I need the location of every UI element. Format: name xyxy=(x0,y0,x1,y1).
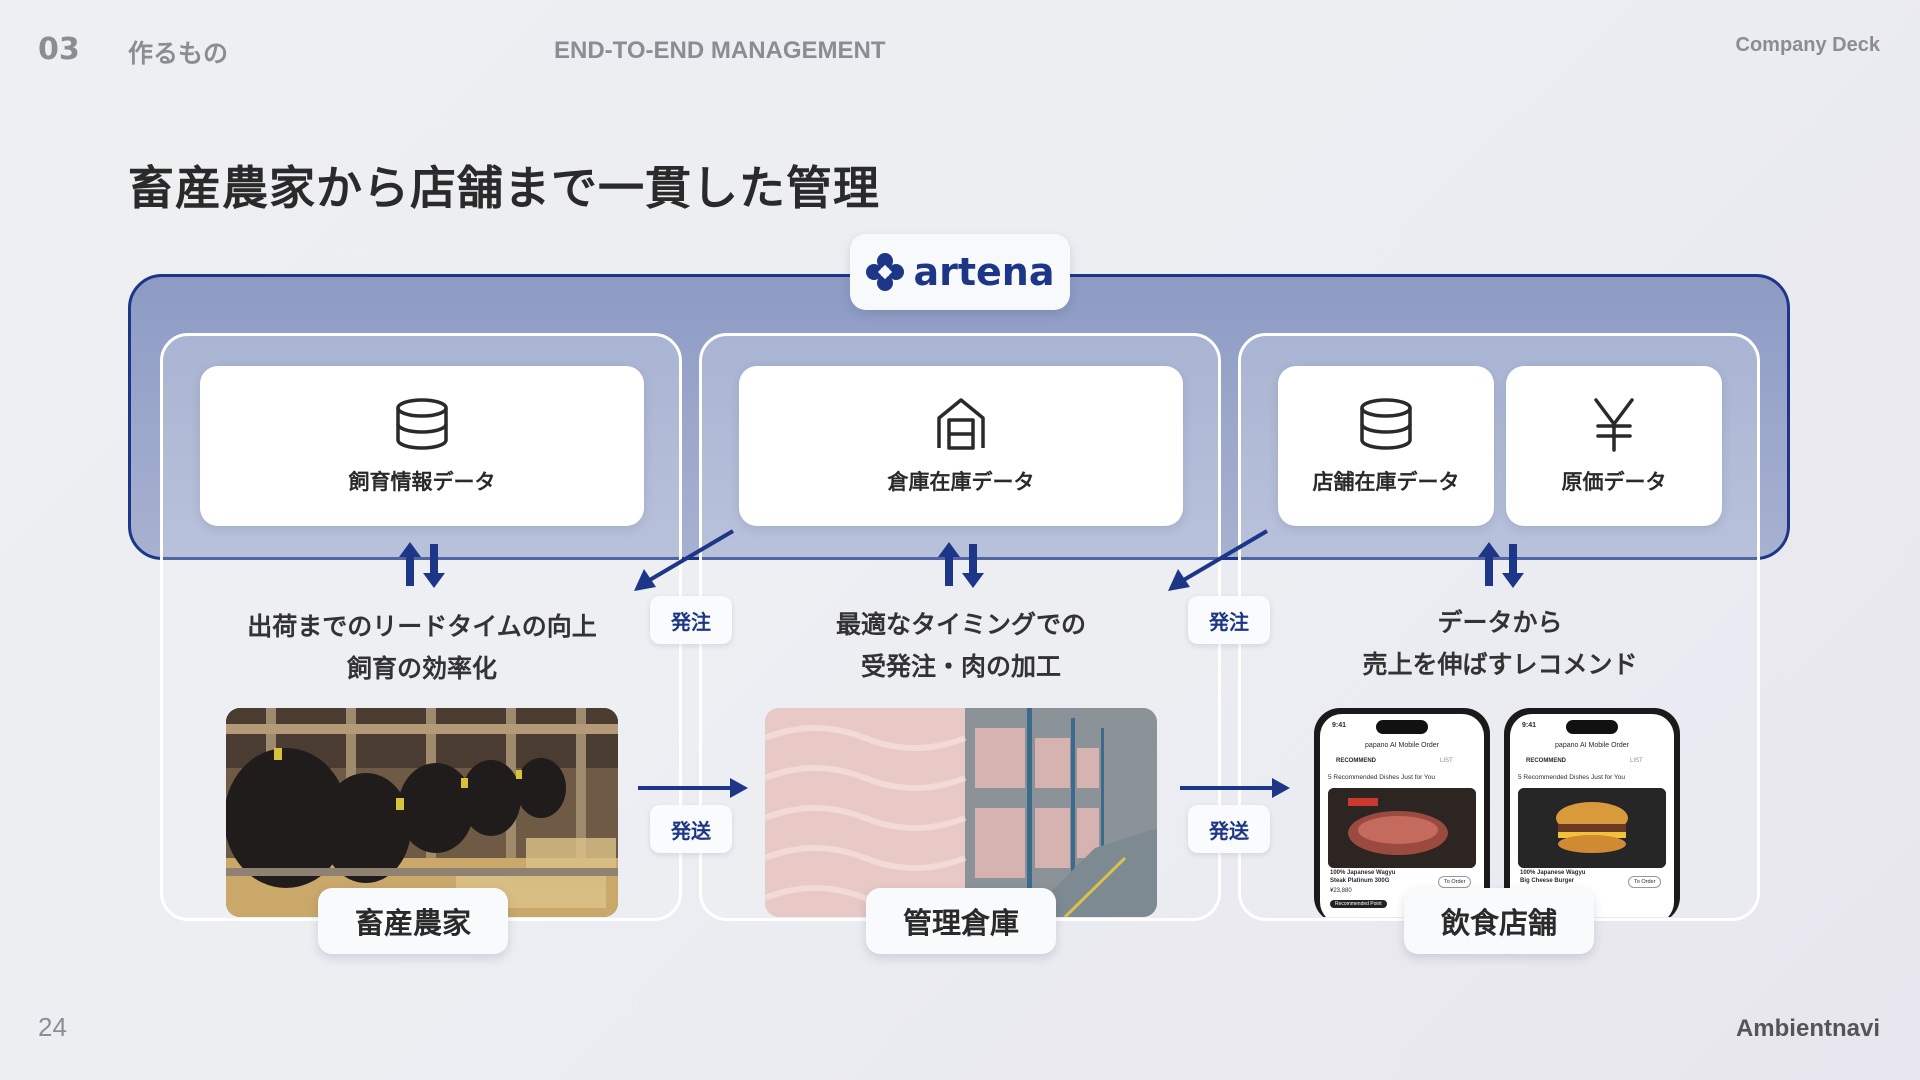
phone-notch xyxy=(1566,720,1618,734)
app-title: papano AI Mobile Order xyxy=(1365,742,1439,749)
artena-mark-icon xyxy=(866,253,905,291)
order-label-pill: 発注 xyxy=(1188,596,1270,644)
sync-arrows-icon xyxy=(399,542,445,588)
section-english-title: END-TO-END MANAGEMENT xyxy=(554,37,886,64)
cattle-farm-photo xyxy=(226,708,618,917)
card-label: 倉庫在庫データ xyxy=(887,470,1035,494)
card-store-inventory-data: 店舗在庫データ xyxy=(1278,366,1494,526)
warehouse-icon xyxy=(937,398,985,450)
tag-restaurant: 飲食店舗 xyxy=(1404,888,1594,954)
to-order-button[interactable]: To Order xyxy=(1438,876,1472,888)
card-cost-data: 原価データ xyxy=(1506,366,1722,526)
dish-name-line2: Big Cheese Burger xyxy=(1520,878,1575,884)
brand-name: Ambientnavi xyxy=(1735,1015,1880,1042)
warehouse-photo xyxy=(765,708,1157,917)
card-warehouse-data: 倉庫在庫データ xyxy=(739,366,1183,526)
card-label: 飼育情報データ xyxy=(348,470,496,494)
card-label: 原価データ xyxy=(1561,470,1667,494)
section-name: 作るもの xyxy=(128,39,229,68)
dish-name-line1: 100% Japanese Wagyu xyxy=(1520,870,1586,876)
tag-managed-warehouse: 管理倉庫 xyxy=(866,888,1056,954)
description-line: 最適なタイミングでの xyxy=(835,610,1086,639)
tab-list[interactable]: LIST xyxy=(1630,758,1643,764)
section-heading: 5 Recommended Dishes Just for You xyxy=(1518,774,1625,781)
status-time: 9:41 xyxy=(1332,722,1347,729)
description-line: 飼育の効率化 xyxy=(346,654,497,683)
dish-name-line1: 100% Japanese Wagyu xyxy=(1330,870,1396,876)
page-number: 24 xyxy=(38,1012,67,1042)
sync-arrows-icon xyxy=(1478,542,1524,588)
dish-image[interactable] xyxy=(1328,788,1476,868)
phone-mockup: 9:41 papano AI Mobile Order RECOMMEND LI… xyxy=(1314,708,1490,917)
phone-notch xyxy=(1376,720,1428,734)
phone-mockup: 9:41 papano AI Mobile Order RECOMMEND LI… xyxy=(1504,708,1680,917)
status-time: 9:41 xyxy=(1522,722,1537,729)
order-arrow-icon xyxy=(634,529,735,591)
recommended-badge: Recommended Point xyxy=(1330,900,1387,908)
order-arrow-icon xyxy=(1168,529,1269,591)
slide-title: 畜産農家から店舗まで一貫した管理 xyxy=(128,161,880,215)
card-breeding-data: 飼育情報データ xyxy=(200,366,644,526)
dish-image[interactable] xyxy=(1518,788,1666,868)
tab-list[interactable]: LIST xyxy=(1440,758,1453,764)
yen-icon xyxy=(1594,398,1634,452)
order-label-pill: 発注 xyxy=(650,596,732,644)
artena-logo-text: artena xyxy=(913,250,1055,294)
artena-logo: artena xyxy=(850,234,1070,310)
database-icon xyxy=(396,398,448,450)
to-order-button[interactable]: To Order xyxy=(1628,876,1662,888)
ship-label-pill: 発送 xyxy=(1188,805,1270,853)
section-heading: 5 Recommended Dishes Just for You xyxy=(1328,774,1435,781)
dish-price: ¥23,880 xyxy=(1330,888,1352,894)
app-title: papano AI Mobile Order xyxy=(1555,742,1629,749)
sync-arrows-icon xyxy=(938,542,984,588)
description-line: 受発注・肉の加工 xyxy=(860,652,1061,681)
ship-arrow-icon xyxy=(638,778,748,798)
section-number: 03 xyxy=(38,32,80,67)
description-line: 売上を伸ばすレコメンド xyxy=(1362,650,1638,679)
ship-arrow-icon xyxy=(1180,778,1290,798)
dish-name-line2: Steak Platinum 300G xyxy=(1330,878,1390,884)
database-icon xyxy=(1360,398,1412,450)
description-line: データから xyxy=(1437,608,1563,637)
tab-recommend[interactable]: RECOMMEND xyxy=(1526,758,1566,764)
ship-label-pill: 発送 xyxy=(650,805,732,853)
tag-livestock-farm: 畜産農家 xyxy=(318,888,508,954)
deck-label: Company Deck xyxy=(1735,34,1881,56)
description-line: 出荷までのリードタイムの向上 xyxy=(247,612,597,641)
card-label: 店舗在庫データ xyxy=(1312,470,1460,494)
column-description: 出荷までのリードタイムの向上 飼育の効率化 xyxy=(200,606,644,690)
column-description: データから 売上を伸ばすレコメンド xyxy=(1278,602,1722,686)
column-description: 最適なタイミングでの 受発注・肉の加工 xyxy=(739,604,1183,688)
tab-recommend[interactable]: RECOMMEND xyxy=(1336,758,1376,764)
mobile-order-app-photo: 9:41 papano AI Mobile Order RECOMMEND LI… xyxy=(1304,708,1696,917)
